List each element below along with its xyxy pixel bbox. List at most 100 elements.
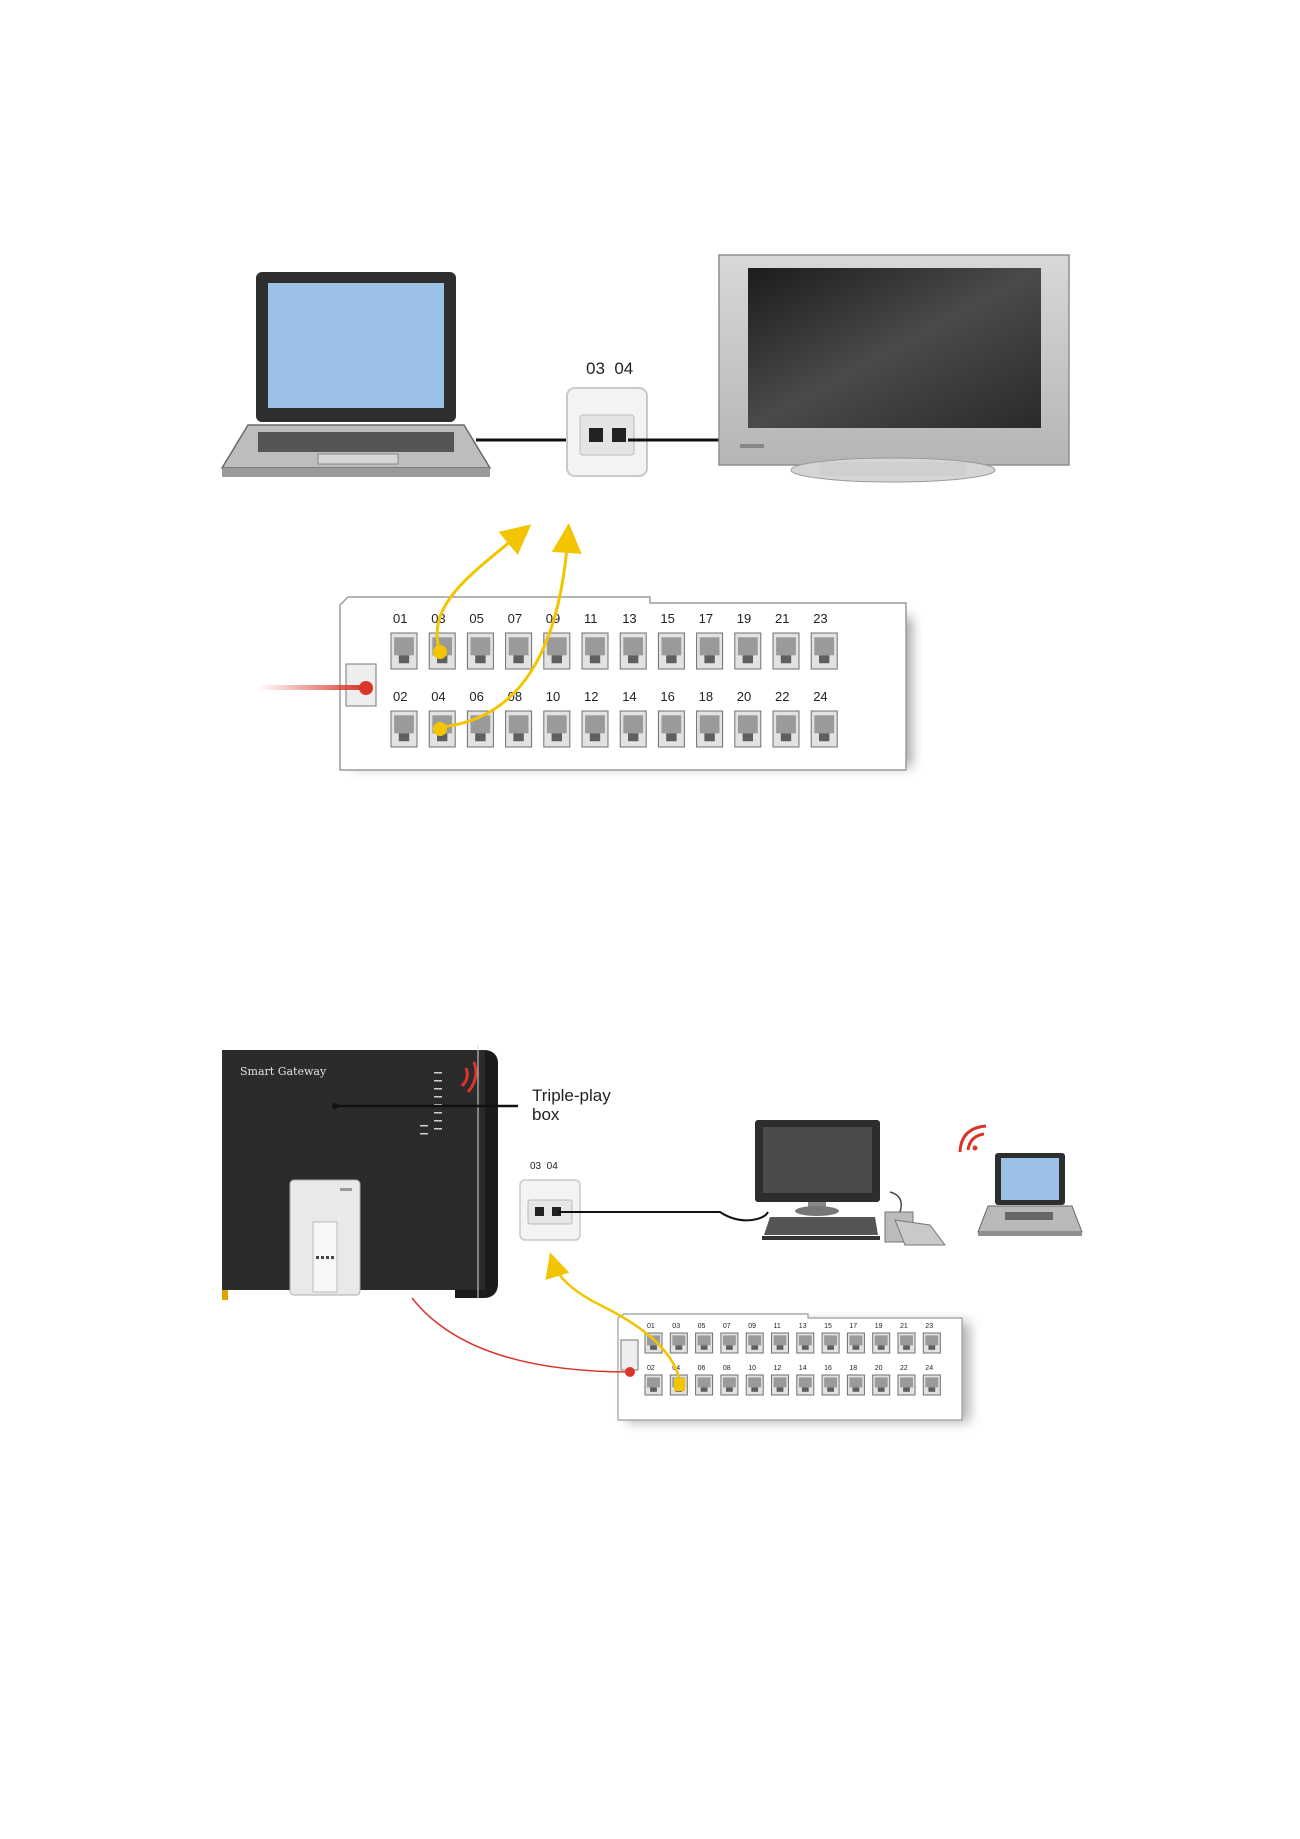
port-label: 24 (925, 1365, 933, 1372)
patch-port-01 (390, 632, 418, 670)
port-label: 01 (393, 611, 407, 626)
port-label: 22 (775, 689, 789, 704)
port-label: 12 (774, 1365, 782, 1372)
port-label: 18 (699, 689, 713, 704)
gateway-wifi-icon (460, 1061, 478, 1093)
patch-port-23 (810, 632, 838, 670)
patch-port-23 (922, 1332, 941, 1354)
port-label: 03 (672, 1323, 680, 1330)
port-label: 15 (660, 611, 674, 626)
patch-port-09 (543, 632, 571, 670)
patch-port-12 (581, 710, 609, 748)
port-label: 19 (737, 611, 751, 626)
patch-port-05 (466, 632, 494, 670)
gateway-icon: Smart Gateway (222, 1045, 498, 1300)
port-label: 23 (925, 1323, 933, 1330)
patch-port-16 (821, 1374, 840, 1396)
outlet-port-03 (589, 428, 603, 442)
patch-port-18 (846, 1374, 865, 1396)
port-label: 16 (824, 1365, 832, 1372)
patch-port-21 (772, 632, 800, 670)
patch-port-15 (821, 1332, 840, 1354)
patch-port-15 (657, 632, 685, 670)
port-label: 06 (698, 1365, 706, 1372)
patch-port-03 (669, 1332, 688, 1354)
patch-port-12 (771, 1374, 789, 1396)
port-label: 17 (849, 1323, 857, 1330)
port-label: 08 (723, 1365, 731, 1372)
active-port-04-b (674, 1378, 685, 1391)
port-label: 21 (775, 611, 789, 626)
patch-port-02 (644, 1374, 663, 1396)
port-label: 13 (622, 611, 636, 626)
patch-port-07 (720, 1332, 739, 1354)
port-label: 12 (584, 689, 598, 704)
patch-port-17 (696, 632, 724, 670)
patch-port-20 (734, 710, 762, 748)
patch-port-05 (695, 1332, 714, 1354)
active-port-03 (433, 645, 447, 659)
port-label: 04 (431, 689, 445, 704)
patch-port-13 (796, 1332, 815, 1354)
patch-port-14 (796, 1374, 815, 1396)
patch-port-02 (390, 710, 418, 748)
patch-port-07 (505, 632, 533, 670)
port-label: 09 (748, 1323, 756, 1330)
link-arrow-03 (435, 524, 532, 653)
port-label: 11 (584, 611, 598, 626)
callout-line-1: Triple-play (532, 1086, 611, 1105)
port-label: 14 (622, 689, 636, 704)
patch-port-08 (505, 710, 533, 748)
port-label: 18 (849, 1365, 857, 1372)
patch-port-10 (745, 1374, 764, 1396)
wall-outlet-2: 03 04 (519, 1161, 581, 1241)
patch-port-19 (872, 1332, 891, 1354)
outlet-label: 03 04 (586, 359, 633, 378)
outlet-label-2: 03 04 (530, 1161, 558, 1172)
link-arrow-04-b (545, 1252, 682, 1383)
feed-dot-2 (625, 1367, 635, 1377)
patch-port-09 (745, 1332, 764, 1354)
port-label: 22 (900, 1365, 908, 1372)
patch-port-08 (720, 1374, 739, 1396)
gateway-label: Smart Gateway (240, 1065, 327, 1078)
port-label: 05 (698, 1323, 706, 1330)
port-label: 07 (723, 1323, 731, 1330)
port-label: 14 (799, 1365, 807, 1372)
patch-port-06 (695, 1374, 714, 1396)
port-label: 06 (469, 689, 483, 704)
patch-port-11 (771, 1332, 789, 1354)
outlet-port-04 (612, 428, 626, 442)
patch-port-10 (543, 710, 571, 748)
patch-port-21 (897, 1332, 916, 1354)
patch-port-24 (922, 1374, 941, 1396)
callout-line-2: box (532, 1105, 560, 1124)
diagram-2: Smart Gateway (222, 1045, 1083, 1422)
patch-port-13 (619, 632, 647, 670)
port-label: 16 (660, 689, 674, 704)
port-label: 02 (647, 1365, 655, 1372)
callout-dot (332, 1103, 338, 1109)
patch-port-24 (810, 710, 838, 748)
port-label: 15 (824, 1323, 832, 1330)
patch-port-18 (696, 710, 724, 748)
patch-port-20 (872, 1374, 891, 1396)
wall-outlet: 03 04 (566, 359, 648, 477)
port-label: 20 (875, 1365, 883, 1372)
port-label: 10 (748, 1365, 756, 1372)
link-arrow-04 (439, 523, 582, 729)
port-label: 10 (546, 689, 560, 704)
patch-port-01 (644, 1332, 663, 1354)
patch-port-22 (772, 710, 800, 748)
active-port-04 (433, 722, 447, 736)
port-label: 20 (737, 689, 751, 704)
port-label: 05 (469, 611, 483, 626)
patch-port-16 (657, 710, 685, 748)
port-label: 17 (699, 611, 713, 626)
port-label: 11 (774, 1323, 781, 1330)
desktop-cable (558, 1211, 769, 1222)
patch-port-14 (619, 710, 647, 748)
